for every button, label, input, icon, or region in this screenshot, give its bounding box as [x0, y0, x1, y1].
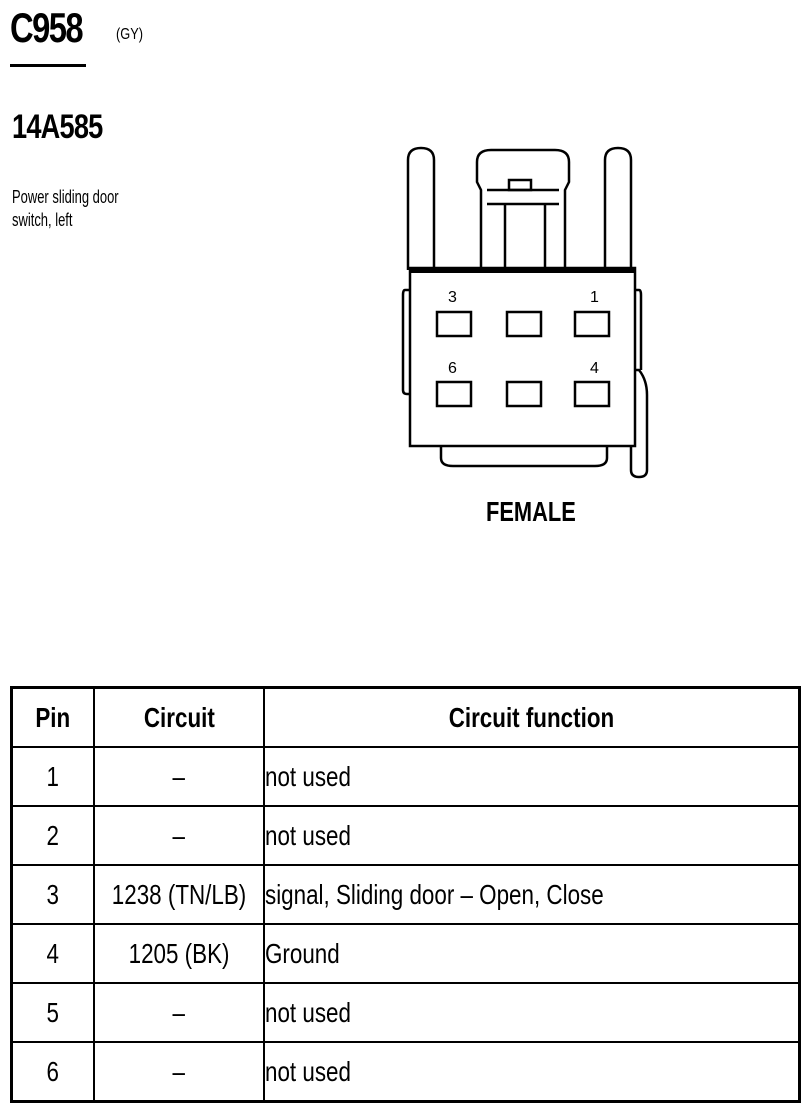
function-cell: not used: [263, 982, 801, 1043]
connector-id: C958: [10, 4, 84, 51]
table-row: 1 – not used: [10, 746, 801, 807]
table-header-row: Pin Circuit Circuit function: [10, 686, 801, 748]
cavity-label-4: 4: [590, 360, 599, 377]
table-row: 6 – not used: [10, 1041, 801, 1103]
table-row: 2 – not used: [10, 805, 801, 866]
connector-face-diagram: 3 1 6 4: [401, 146, 649, 479]
table-row: 4 1205 (BK) Ground: [10, 923, 801, 984]
connector-housing: [408, 266, 637, 448]
function-cell: not used: [263, 805, 801, 866]
circuit-cell: 1238 (TN/LB): [92, 864, 266, 925]
part-number: 14A585: [12, 108, 103, 146]
circuit-cell: –: [92, 746, 266, 807]
header-pin: Pin: [10, 686, 95, 748]
connector-description: Power sliding door switch, left: [12, 186, 156, 232]
connector-color: (GY): [116, 26, 144, 43]
pin-table: Pin Circuit Circuit function 1 – not use…: [10, 686, 801, 1103]
table-row: 3 1238 (TN/LB) signal, Sliding door – Op…: [10, 864, 801, 925]
header-circuit: Circuit: [92, 686, 266, 748]
circuit-cell: –: [92, 805, 266, 866]
pin-cell: 4: [10, 923, 95, 984]
right-latch-arm: [603, 146, 633, 270]
connector-id-underline: [10, 64, 86, 67]
center-latch-tab: [507, 178, 533, 192]
connector-gender-label: FEMALE: [486, 496, 576, 527]
cavity-label-6: 6: [448, 360, 457, 377]
pin-cell: 2: [10, 805, 95, 866]
left-latch-arm: [406, 146, 436, 270]
circuit-cell: –: [92, 1041, 266, 1103]
cavity-3: [435, 310, 473, 338]
header-function: Circuit function: [263, 686, 801, 748]
cavity-6: [435, 380, 473, 408]
pin-cell: 3: [10, 864, 95, 925]
function-cell: not used: [263, 1041, 801, 1103]
function-cell: signal, Sliding door – Open, Close: [263, 864, 801, 925]
description-line-1: Power sliding door: [12, 187, 119, 207]
pin-cell: 5: [10, 982, 95, 1043]
cavity-4: [573, 380, 611, 408]
table-row: 5 – not used: [10, 982, 801, 1043]
circuit-cell: 1205 (BK): [92, 923, 266, 984]
cavity-label-3: 3: [448, 289, 457, 306]
cavity-label-1: 1: [590, 289, 599, 306]
center-latch: [475, 148, 571, 270]
cavity-1: [573, 310, 611, 338]
pin-cell: 6: [10, 1041, 95, 1103]
description-line-2: switch, left: [12, 210, 73, 230]
circuit-cell: –: [92, 982, 266, 1043]
pin-cell: 1: [10, 746, 95, 807]
cavity-2: [505, 310, 543, 338]
function-cell: not used: [263, 746, 801, 807]
cavity-5: [505, 380, 543, 408]
function-cell: Ground: [263, 923, 801, 984]
